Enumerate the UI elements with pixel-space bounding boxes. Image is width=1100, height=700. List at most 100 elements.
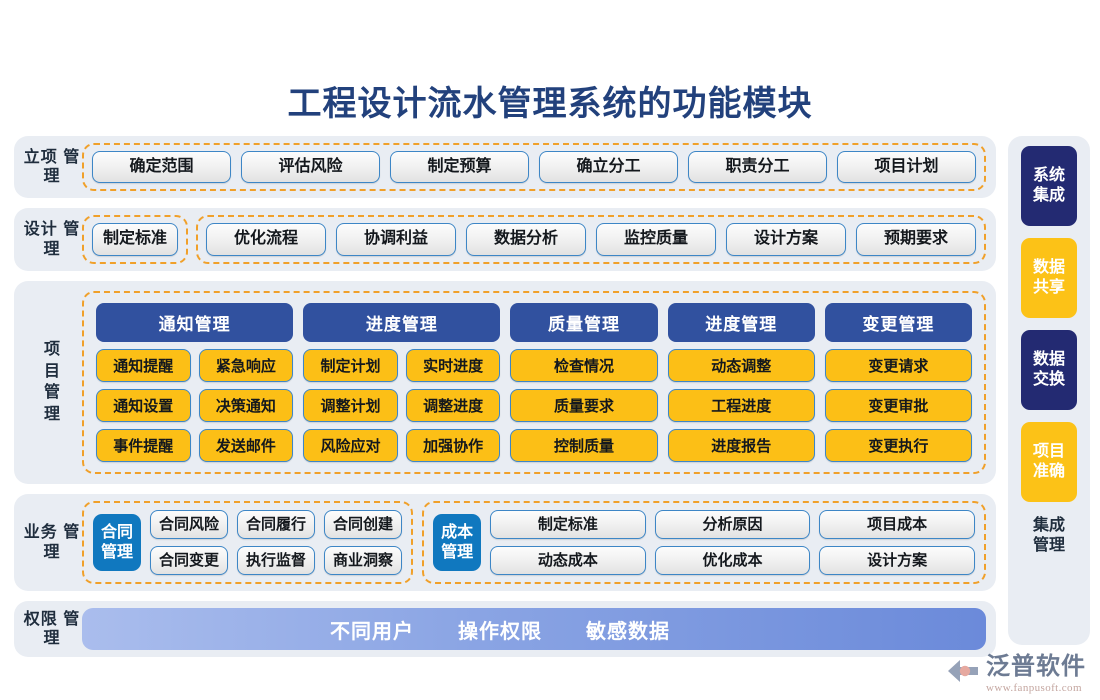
group-header: 质量管理	[510, 302, 658, 342]
pill-item[interactable]: 合同创建	[324, 509, 403, 540]
logo-company-name: 泛普软件	[986, 653, 1086, 680]
yellow-button[interactable]: 实时进度	[405, 348, 501, 382]
section-label-project-management: 项 目 管 理	[22, 291, 82, 474]
pill-item[interactable]: 动态成本	[490, 546, 646, 576]
label-line-1: 立项	[23, 148, 58, 166]
pill-item[interactable]: 设计方案	[726, 223, 847, 256]
section-design: 设计 管理 制定标准 优化流程 协调利益 数据分析 监控质量 设计方案 预期要求	[14, 208, 996, 271]
group-buttons: 制定计划 实时进度 调整计划 调整进度 风险应对 加强协作	[303, 348, 501, 462]
button-row: 检查情况	[510, 348, 658, 382]
label-char: 项	[43, 341, 60, 359]
label-char: 目	[43, 362, 60, 380]
label-line-2: 管理	[43, 610, 81, 648]
contract-management-block[interactable]: 合同 管理	[93, 514, 142, 571]
section-permission: 权限 管理 不同用户 操作权限 敏感数据	[14, 601, 996, 658]
yellow-button[interactable]: 变更审批	[824, 388, 972, 422]
pill-item[interactable]: 设计方案	[819, 546, 975, 576]
yellow-button[interactable]: 检查情况	[510, 348, 658, 382]
button-row: 事件提醒 发送邮件	[96, 428, 294, 462]
permission-item[interactable]: 敏感数据	[586, 620, 670, 643]
button-row: 通知提醒 紧急响应	[96, 348, 294, 382]
label-line-1: 设计	[23, 221, 58, 239]
label-line-2: 管理	[43, 524, 81, 561]
pill-item[interactable]: 制定标准	[490, 509, 646, 540]
block-line-1: 合同	[101, 524, 134, 542]
contract-column: 合同风险 合同变更	[150, 509, 229, 576]
pill-item[interactable]: 合同履行	[237, 509, 316, 540]
pill-item[interactable]: 确立分工	[539, 151, 678, 184]
block-line-1: 系统	[1032, 167, 1065, 185]
group-buttons: 通知提醒 紧急响应 通知设置 决策通知 事件提醒 发送邮件	[96, 348, 294, 462]
pill-item[interactable]: 项目成本	[819, 509, 975, 540]
pill-item[interactable]: 合同变更	[150, 546, 229, 576]
block-line-2: 管理	[101, 543, 134, 561]
block-line-1: 成本	[441, 524, 474, 542]
yellow-button[interactable]: 动态调整	[667, 348, 815, 382]
block-line-2: 集成	[1032, 187, 1065, 204]
button-row: 制定计划 实时进度	[303, 348, 501, 382]
pill-item[interactable]: 分析原因	[654, 509, 811, 540]
permission-item[interactable]: 不同用户	[330, 620, 414, 643]
yellow-button[interactable]: 事件提醒	[96, 428, 191, 462]
fanpu-logo-icon	[946, 658, 980, 689]
section-label-project-initiation: 立项 管理	[22, 148, 82, 187]
button-row: 变更请求	[824, 348, 972, 382]
block-line-1: 项目	[1032, 443, 1065, 461]
pill-item[interactable]: 制定预算	[390, 151, 529, 184]
yellow-button[interactable]: 工程进度	[667, 388, 815, 422]
label-line-1: 集成	[1032, 517, 1065, 534]
group-notification: 通知管理 通知提醒 紧急响应 通知设置 决策通知 事件提醒 发送邮件	[96, 302, 294, 462]
yellow-button[interactable]: 发送邮件	[198, 428, 294, 462]
pill-item[interactable]: 合同风险	[150, 509, 229, 540]
section-label-design: 设计 管理	[22, 220, 82, 259]
rail-block-project-accuracy[interactable]: 项目 准确	[1021, 422, 1077, 502]
cost-column: 制定标准 动态成本	[490, 509, 646, 576]
rail-block-data-sharing[interactable]: 数据 共享	[1021, 238, 1077, 318]
pill-item[interactable]: 预期要求	[856, 223, 977, 256]
pill-item[interactable]: 优化流程	[206, 223, 327, 256]
yellow-button[interactable]: 调整进度	[405, 388, 501, 422]
yellow-button[interactable]: 质量要求	[510, 388, 658, 422]
yellow-button[interactable]: 通知提醒	[96, 348, 191, 382]
button-row: 质量要求	[510, 388, 658, 422]
pill-item[interactable]: 职责分工	[688, 151, 827, 184]
yellow-button[interactable]: 进度报告	[667, 428, 815, 462]
pill-item[interactable]: 监控质量	[596, 223, 717, 256]
label-line-2: 管理	[1032, 536, 1065, 554]
pill-item[interactable]: 优化成本	[654, 546, 811, 576]
yellow-button[interactable]: 决策通知	[198, 388, 294, 422]
button-row: 变更审批	[824, 388, 972, 422]
block-line-2: 管理	[441, 543, 474, 561]
yellow-button[interactable]: 变更请求	[824, 348, 972, 382]
pill-item[interactable]: 数据分析	[466, 223, 587, 256]
page-title: 工程设计流水管理系统的功能模块	[287, 85, 813, 123]
pill-item[interactable]: 项目计划	[837, 151, 976, 184]
pill-item-lead[interactable]: 制定标准	[92, 223, 179, 256]
yellow-button[interactable]: 通知设置	[96, 388, 191, 422]
pill-item[interactable]: 商业洞察	[324, 546, 403, 576]
label-line-2: 管理	[43, 148, 81, 186]
button-row: 变更执行	[824, 428, 972, 462]
pill-item[interactable]: 评估风险	[241, 151, 380, 184]
yellow-button[interactable]: 制定计划	[303, 348, 398, 382]
rail-label-integration-management: 集成 管理	[1033, 516, 1065, 555]
rail-block-system-integration[interactable]: 系统 集成	[1021, 146, 1077, 226]
permission-item[interactable]: 操作权限	[458, 620, 542, 643]
button-row: 调整计划 调整进度	[303, 388, 501, 422]
rail-block-data-exchange[interactable]: 数据 交换	[1021, 330, 1077, 410]
yellow-button[interactable]: 控制质量	[510, 428, 658, 462]
section-project-initiation: 立项 管理 确定范围 评估风险 制定预算 确立分工 职责分工 项目计划	[14, 136, 996, 199]
pill-item[interactable]: 确定范围	[92, 151, 231, 184]
yellow-button[interactable]: 调整计划	[303, 388, 398, 422]
dashed-group-contract: 合同 管理 合同风险 合同变更 合同履行 执行监督 合同创建 商业洞察	[82, 500, 414, 585]
yellow-button[interactable]: 加强协作	[405, 428, 501, 462]
pill-item[interactable]: 协调利益	[336, 223, 457, 256]
section-project-management: 项 目 管 理 通知管理 通知提醒 紧急响应 通知设置 决策通知	[14, 280, 996, 484]
cost-management-block[interactable]: 成本 管理	[433, 514, 482, 571]
yellow-button[interactable]: 风险应对	[303, 428, 398, 462]
label-char: 管	[43, 384, 60, 402]
dashed-group-design: 优化流程 协调利益 数据分析 监控质量 设计方案 预期要求	[196, 215, 986, 264]
yellow-button[interactable]: 紧急响应	[198, 348, 294, 382]
pill-item[interactable]: 执行监督	[237, 546, 316, 576]
yellow-button[interactable]: 变更执行	[824, 428, 972, 462]
